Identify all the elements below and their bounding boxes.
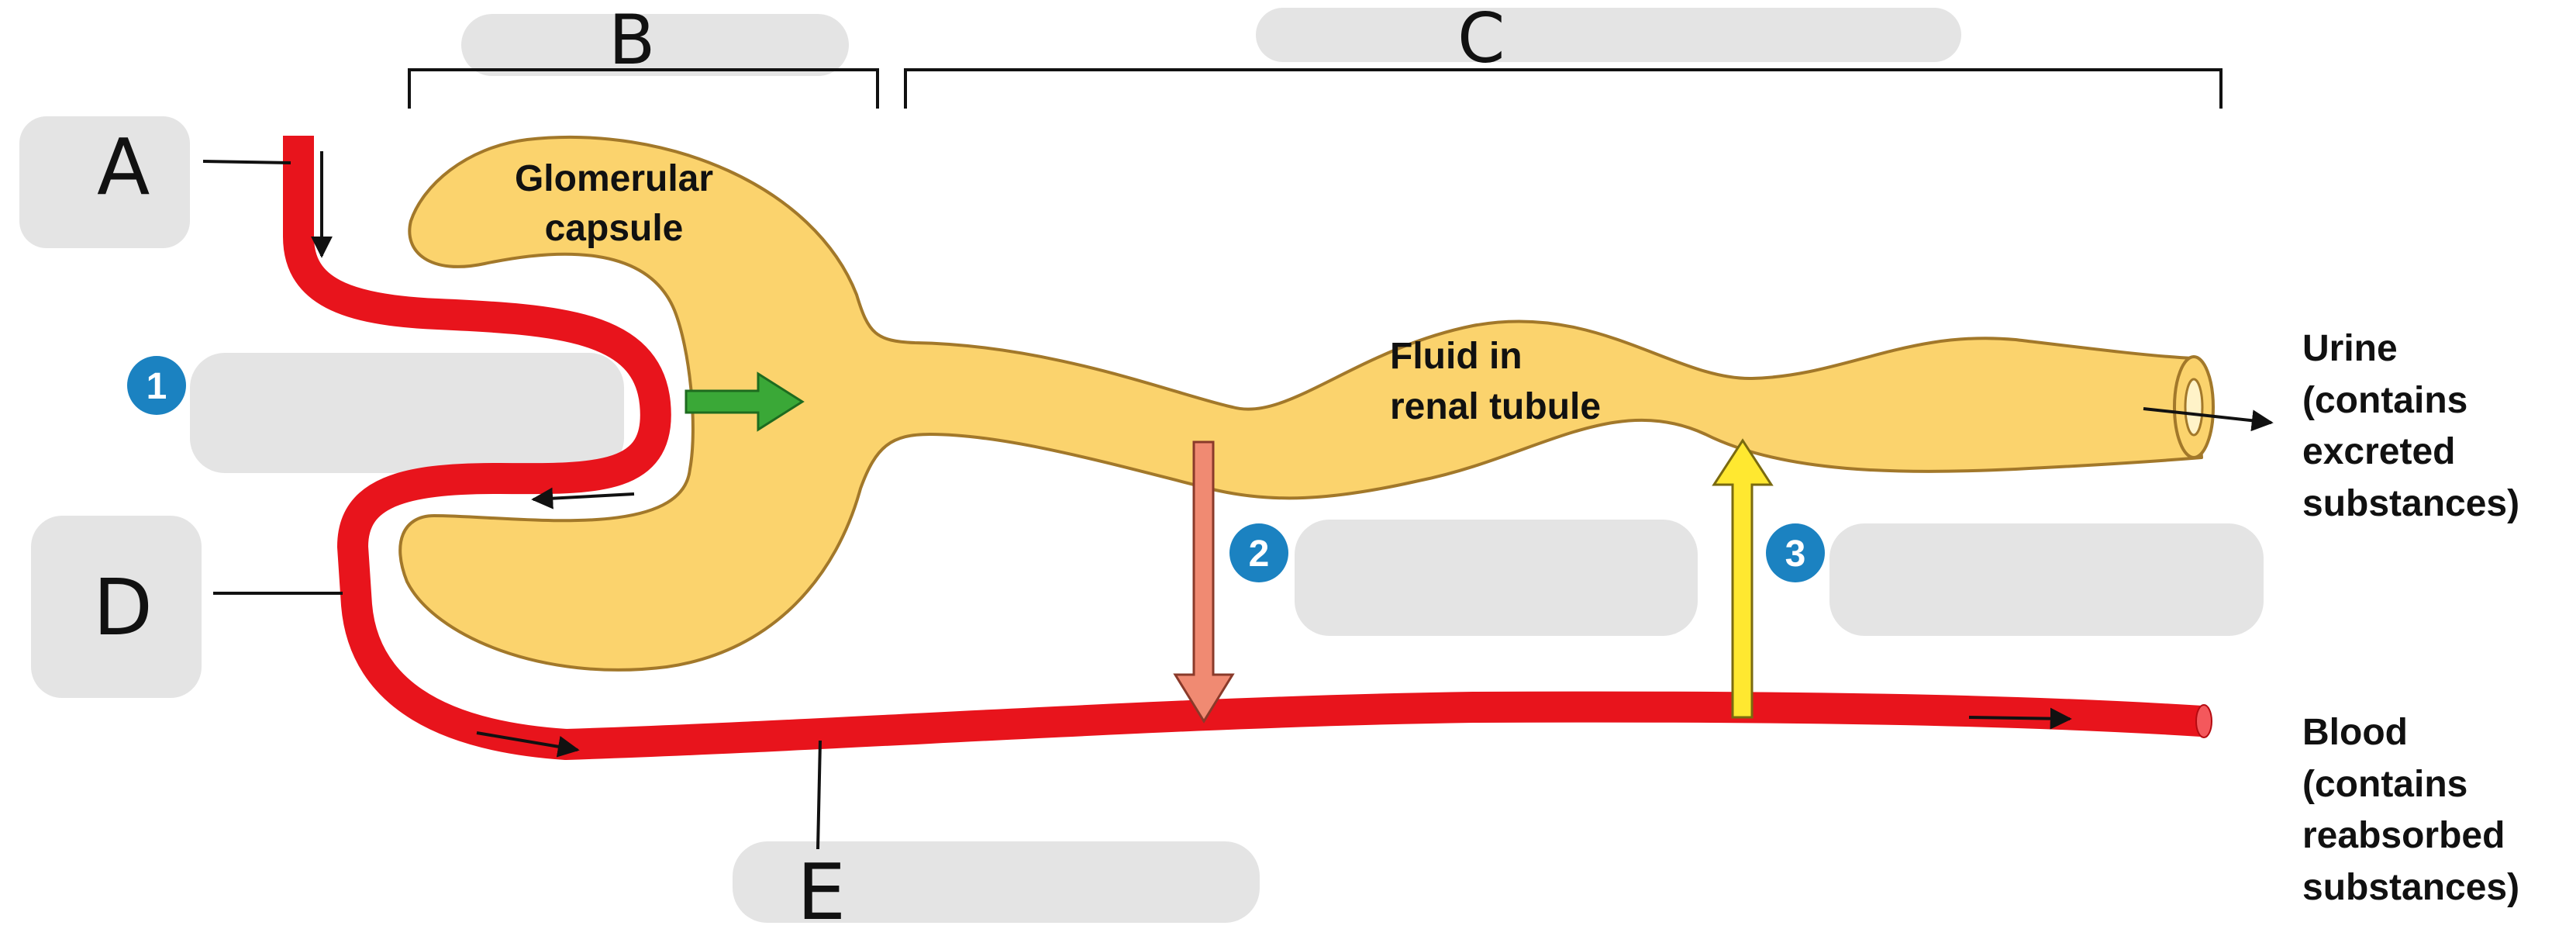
tubule-label-line2: renal tubule (1390, 386, 1601, 427)
blood-label-line1: Blood (2302, 712, 2408, 753)
flow-arrow-peritubular (476, 731, 580, 758)
redacted-blob-a (19, 116, 190, 248)
flow-arrow-blood-out (1968, 707, 2072, 730)
step-badge-1: 1 (127, 356, 186, 415)
blood-vessel (283, 136, 2203, 760)
bracket-c (904, 68, 2223, 109)
bracket-b (408, 68, 879, 109)
flow-arrows (311, 151, 2274, 758)
blood-label-line2: (contains (2302, 764, 2467, 805)
step-badge-3: 3 (1766, 523, 1825, 582)
label-e: E (797, 847, 846, 936)
urine-label-line2: (contains (2302, 380, 2467, 421)
filtration-arrow (685, 371, 805, 432)
redacted-blob-c (1256, 8, 1961, 62)
blood-label-line4: substances) (2302, 867, 2519, 908)
redacted-blob-e (733, 841, 1260, 923)
blood-label-line3: reabsorbed (2302, 815, 2505, 856)
flow-arrow-urine-out (2143, 407, 2274, 432)
capsule-label-line1: Glomerular (515, 158, 713, 199)
leader-line-a (202, 160, 291, 164)
glomerular-capsule-and-tubule (398, 136, 2203, 672)
svg-text:3: 3 (1785, 534, 1806, 575)
redacted-blob-2 (1295, 520, 1698, 636)
redacted-blob-3 (1829, 523, 2264, 636)
label-b: B (609, 0, 655, 80)
label-a: A (97, 122, 150, 212)
blood-vessel-end (2195, 704, 2212, 738)
step-badge-2: 2 (1229, 523, 1288, 582)
tubule-lumen (2184, 378, 2204, 437)
redacted-blob-d (31, 516, 202, 698)
reabsorption-arrow (1712, 438, 1774, 719)
flow-arrow-efferent (531, 487, 635, 509)
urine-label-line4: substances) (2302, 483, 2519, 524)
redacted-blob-1 (190, 353, 624, 473)
label-d: D (93, 562, 153, 653)
urine-label-line1: Urine (2302, 328, 2398, 369)
leader-line-e (816, 740, 822, 850)
capsule-label-line2: capsule (545, 208, 684, 249)
redacted-blob-b (461, 14, 849, 76)
secretion-arrow (1173, 440, 1235, 724)
urine-label-line3: excreted (2302, 431, 2455, 472)
tubule-label-line1: Fluid in (1390, 336, 1522, 377)
redacted-blobs (19, 8, 2264, 923)
label-c: C (1457, 0, 1505, 78)
leader-lines (202, 160, 822, 850)
svg-text:1: 1 (147, 366, 167, 407)
svg-text:2: 2 (1249, 534, 1270, 575)
